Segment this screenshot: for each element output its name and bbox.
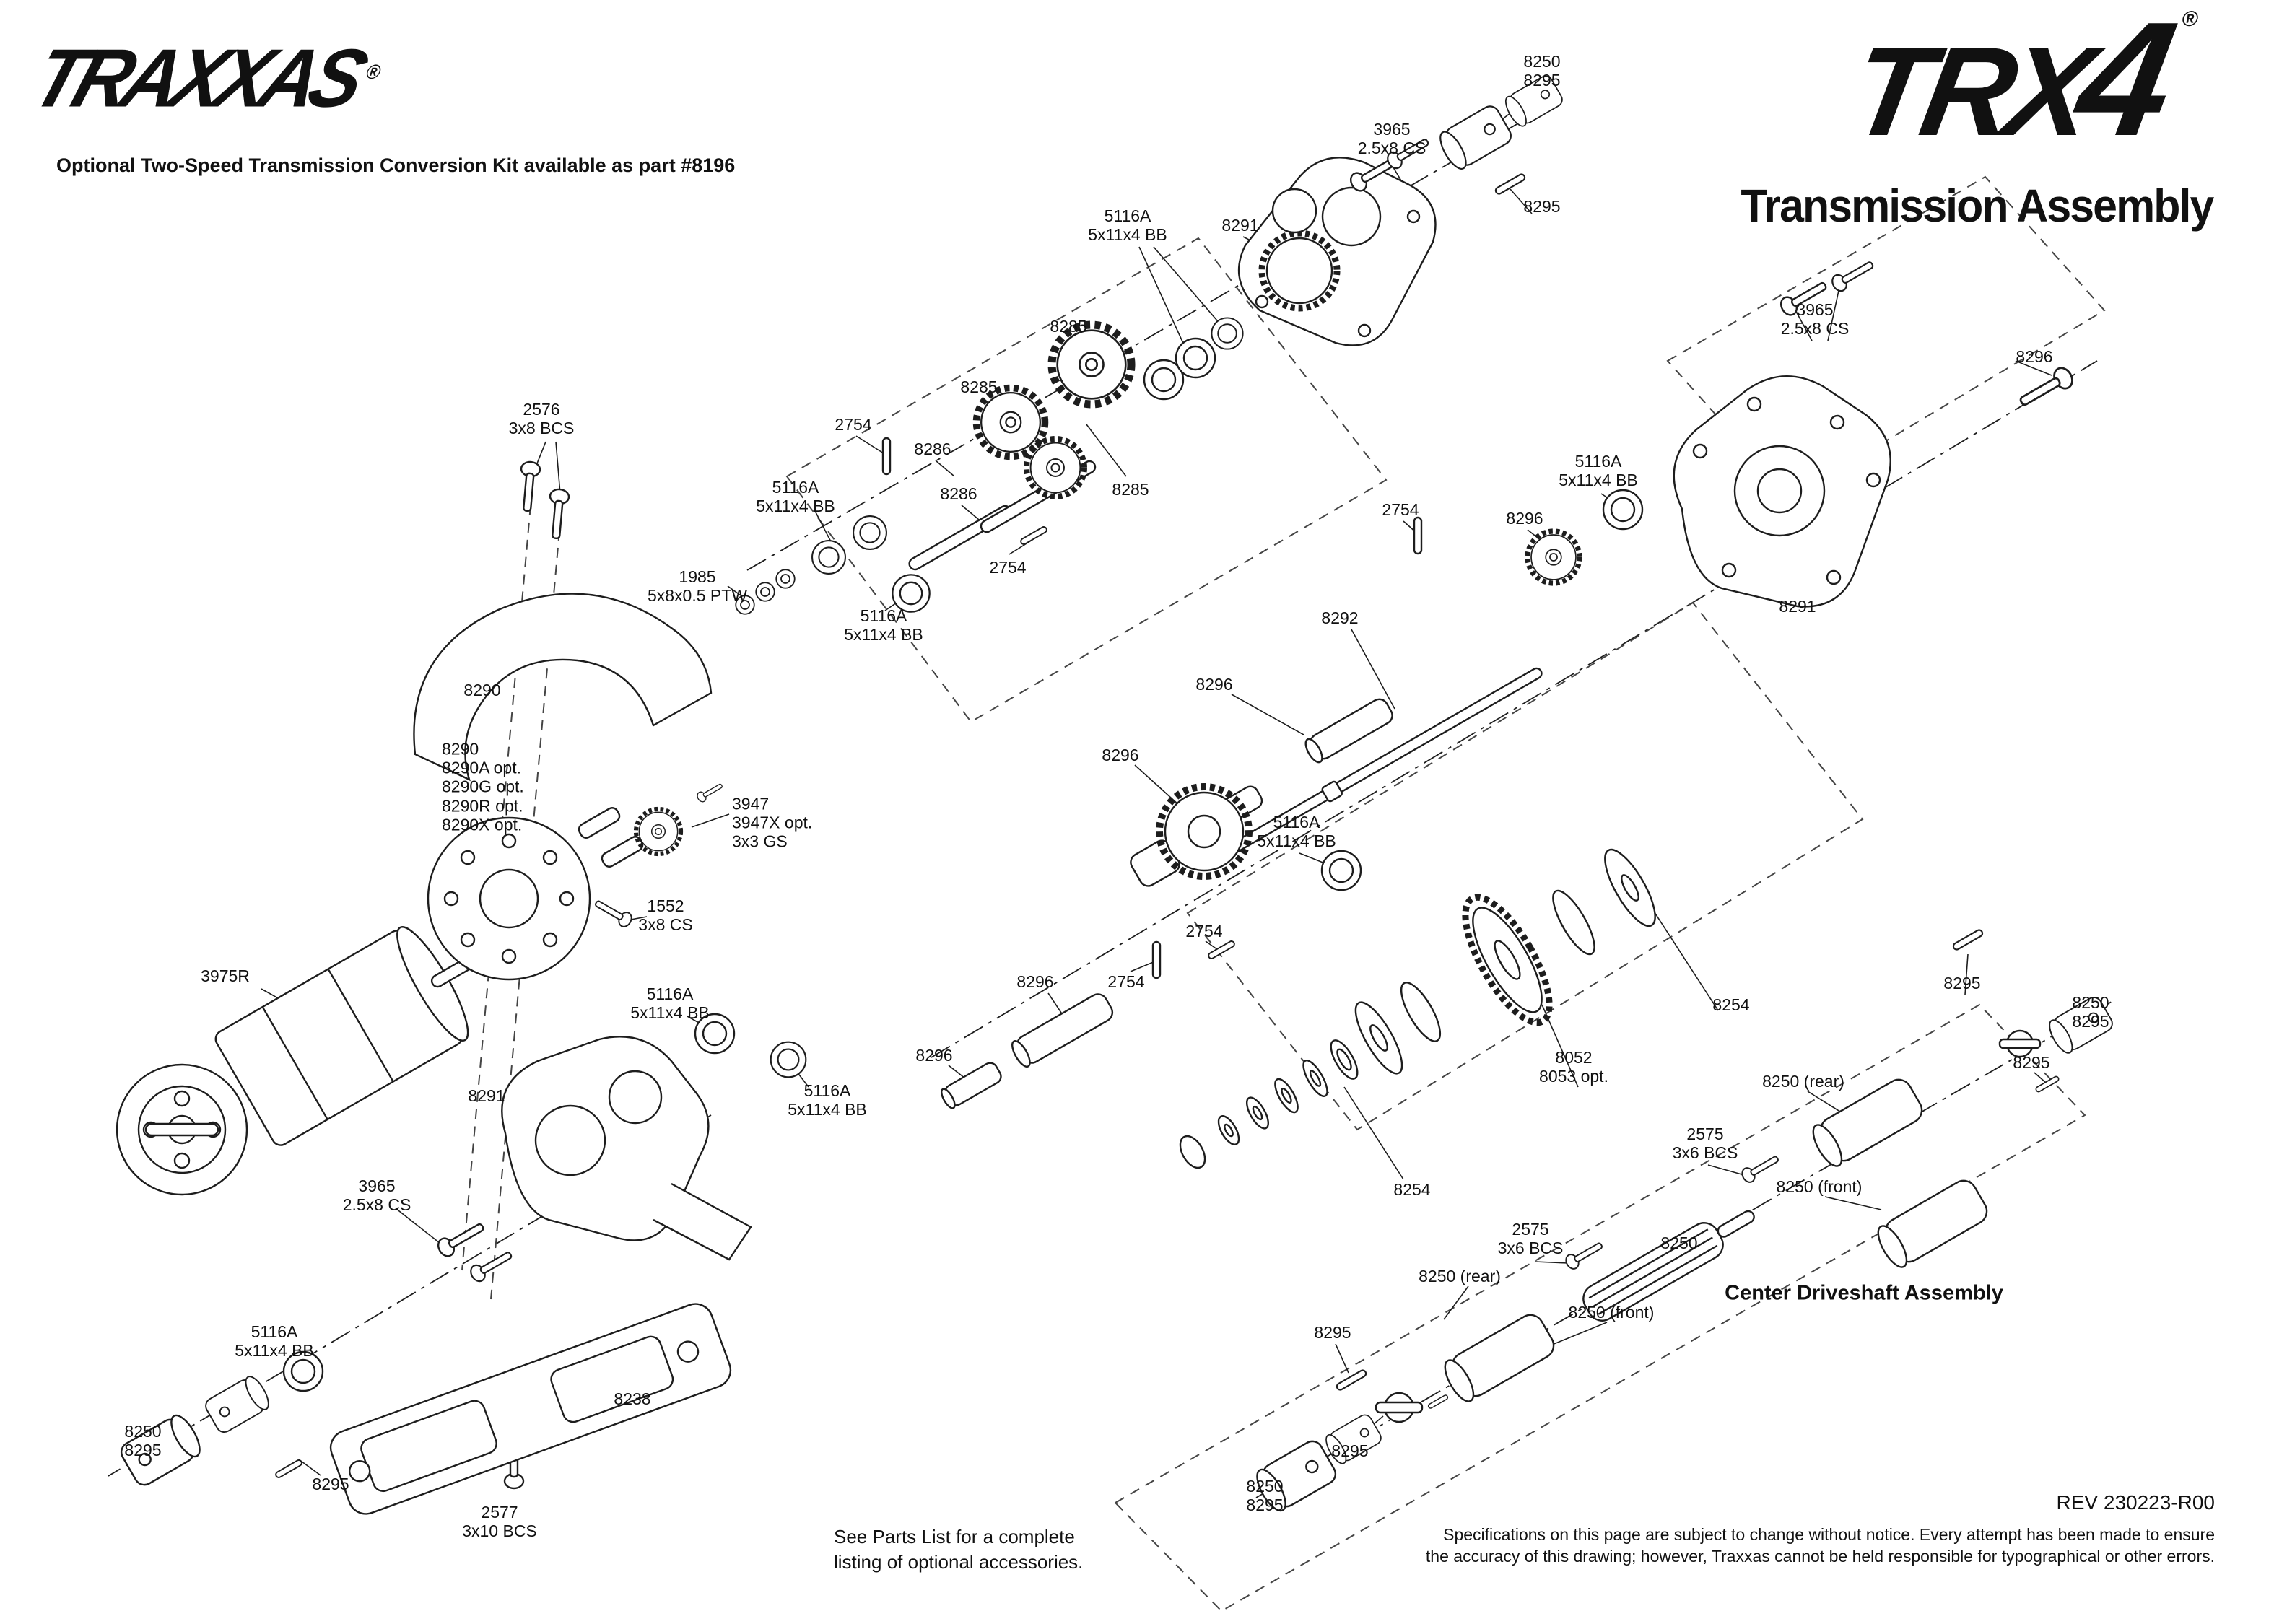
part-label: 5116A 5x11x4 BB bbox=[630, 984, 710, 1022]
part-label: 3975R bbox=[201, 966, 250, 985]
part-label: 8291 bbox=[1221, 215, 1259, 235]
part-label: 8295 bbox=[312, 1474, 349, 1493]
part-label: 2754 bbox=[835, 414, 872, 434]
revision-number: REV 230223-R00 bbox=[2056, 1491, 2215, 1514]
part-label: 8250 (rear) bbox=[1419, 1266, 1501, 1285]
part-label: 3965 2.5x8 CS bbox=[1780, 300, 1850, 338]
part-label: 1552 3x8 CS bbox=[638, 896, 693, 934]
part-label: 5116A 5x11x4 BB bbox=[756, 477, 835, 515]
part-label: 8295 bbox=[1331, 1441, 1369, 1460]
part-label: 8250 8295 bbox=[1523, 51, 1561, 90]
part-label: 8254 bbox=[1393, 1179, 1431, 1199]
part-label: 1985 5x8x0.5 PTW bbox=[647, 567, 748, 605]
top-gear-cluster-drawing bbox=[735, 317, 1244, 615]
part-label: 2754 bbox=[1382, 499, 1419, 519]
part-label: 8250 (front) bbox=[1776, 1176, 1863, 1196]
section-title-center-driveshaft: Center Driveshaft Assembly bbox=[1725, 1281, 2003, 1305]
disclaimer-text: Specifications on this page are subject … bbox=[1425, 1525, 2215, 1566]
part-label: 3947 3947X opt. 3x3 GS bbox=[732, 794, 813, 852]
part-label: 8296 bbox=[915, 1045, 953, 1065]
part-label: 8295 bbox=[1314, 1322, 1351, 1342]
part-label: 8296 bbox=[1016, 972, 1054, 991]
part-label: 8052 8053 opt. bbox=[1539, 1047, 1608, 1086]
part-label: 8286 bbox=[914, 439, 951, 458]
part-label: 5116A 5x11x4 BB bbox=[844, 606, 923, 644]
part-label: 2575 3x6 BCS bbox=[1497, 1219, 1564, 1257]
slipper-clutch-drawing bbox=[1179, 848, 1656, 1169]
part-label: 8295 bbox=[1523, 196, 1561, 216]
part-label: 8250 bbox=[1660, 1233, 1698, 1252]
part-label: 5116A 5x11x4 BB bbox=[235, 1322, 314, 1360]
bottom-gearbox-housing-drawing bbox=[501, 1036, 752, 1261]
part-label: 5116A 5x11x4 BB bbox=[1559, 451, 1638, 489]
part-label: 3965 2.5x8 CS bbox=[1357, 119, 1426, 157]
input-shaft-drawing bbox=[941, 667, 1543, 1109]
transmission-mount-drawing bbox=[329, 1303, 732, 1515]
motor-drawing bbox=[116, 926, 488, 1196]
part-label: 2576 3x8 BCS bbox=[508, 399, 575, 437]
center-driveshaft-drawing bbox=[1250, 927, 2116, 1516]
part-label: 8296 bbox=[1506, 508, 1543, 528]
part-label: 8285 bbox=[1112, 479, 1149, 499]
part-label: 8290 8290A opt. 8290G opt. 8290R opt. 82… bbox=[442, 739, 524, 834]
part-label: 8254 bbox=[1712, 995, 1750, 1014]
parts-list-note: See Parts List for a complete listing of… bbox=[834, 1526, 1084, 1573]
top-gearbox-housing-drawing bbox=[1237, 157, 1437, 346]
part-label: 8290 bbox=[463, 680, 501, 699]
part-label: 5116A 5x11x4 BB bbox=[788, 1081, 867, 1119]
part-label: 8285 bbox=[960, 377, 998, 396]
part-label: 5116A 5x11x4 BB bbox=[1088, 206, 1167, 244]
part-label: 2754 bbox=[1185, 921, 1223, 940]
drive-hub-gear-drawing bbox=[1130, 783, 1362, 891]
page-title: Transmission Assembly bbox=[1741, 180, 2214, 232]
part-label: 8296 bbox=[1195, 674, 1233, 694]
part-label: 8295 bbox=[2013, 1052, 2050, 1072]
part-label: 8238 bbox=[614, 1389, 651, 1408]
leader-lines bbox=[261, 92, 2052, 1476]
part-label: 8285 bbox=[1050, 316, 1087, 336]
part-label: 2754 bbox=[989, 557, 1027, 577]
part-label: 8295 bbox=[1943, 973, 1981, 992]
part-label: 8250 8295 bbox=[2072, 992, 2109, 1031]
part-label: 8296 bbox=[2016, 346, 2053, 366]
part-label: 3965 2.5x8 CS bbox=[342, 1176, 411, 1214]
part-label: 2577 3x10 BCS bbox=[462, 1502, 537, 1540]
part-label: 8286 bbox=[940, 484, 977, 503]
part-label: 8291 bbox=[1779, 596, 1816, 616]
part-label: 2754 bbox=[1107, 972, 1145, 991]
part-label: 8250 (rear) bbox=[1762, 1071, 1844, 1091]
part-label: 8250 8295 bbox=[1246, 1476, 1284, 1514]
part-label: 8250 8295 bbox=[124, 1421, 162, 1459]
gearbox-guard-drawing bbox=[413, 593, 713, 981]
part-label: 2575 3x6 BCS bbox=[1672, 1124, 1738, 1162]
part-label: 8250 (front) bbox=[1568, 1302, 1655, 1322]
conversion-kit-note: Optional Two-Speed Transmission Conversi… bbox=[56, 154, 736, 176]
part-label: 8291 bbox=[468, 1086, 505, 1105]
part-label: 8296 bbox=[1102, 745, 1139, 764]
part-label: 8292 bbox=[1321, 608, 1359, 627]
part-label: 5116A 5x11x4 BB bbox=[1257, 812, 1336, 850]
right-gearbox-housing-drawing bbox=[1673, 375, 1891, 608]
